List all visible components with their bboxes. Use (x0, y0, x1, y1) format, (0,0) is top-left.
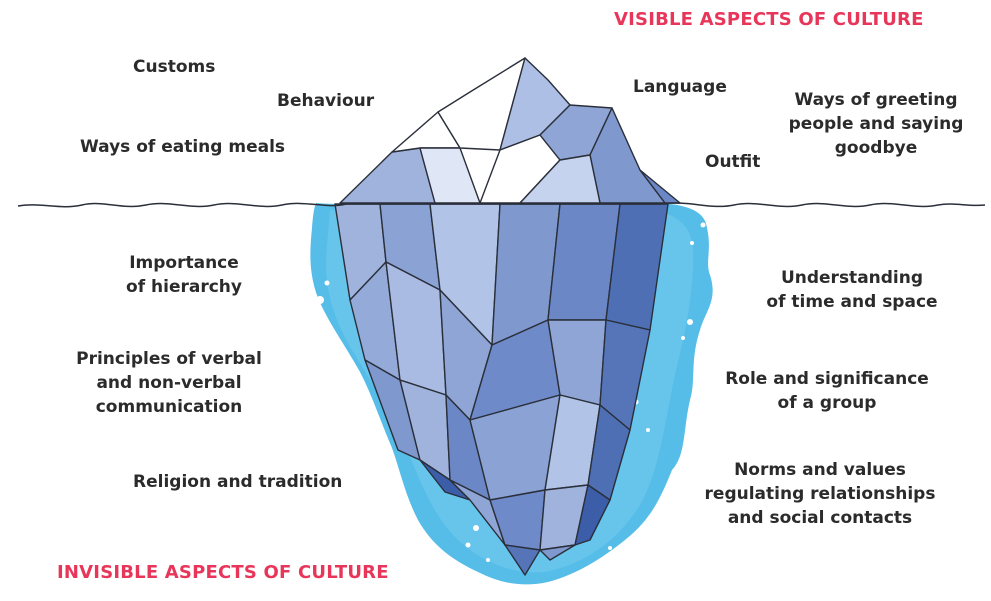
label-greeting-line-2: people and saying (788, 114, 964, 134)
label-norms-line-1: Norms and values (734, 460, 906, 480)
label-communication-line-3: communication (95, 397, 243, 417)
label-outfit: Outfit (705, 152, 761, 172)
waterline (17, 202, 986, 208)
label-language: Language (633, 77, 727, 97)
label-communication-line-1: Principles of verbal (76, 349, 262, 369)
label-norms-line-3: and social contacts (727, 508, 913, 528)
label-group: Role and significance of a group (705, 367, 949, 415)
bubble (316, 205, 706, 562)
label-norms: Norms and values regulating relationship… (689, 458, 951, 530)
label-hierarchy: Importance of hierarchy (110, 251, 258, 299)
label-group-line-1: Role and significance (725, 369, 929, 389)
label-greeting-line-1: Ways of greeting (794, 90, 958, 110)
label-hierarchy-line-1: Importance (129, 253, 239, 273)
label-norms-line-2: regulating relationships (704, 484, 936, 504)
visible-aspects-heading: VISIBLE ASPECTS OF CULTURE (614, 9, 924, 30)
label-group-line-2: of a group (777, 393, 877, 413)
iceberg-submerged (334, 203, 669, 576)
label-time-space: Understanding of time and space (755, 266, 949, 314)
label-hierarchy-line-2: of hierarchy (126, 277, 242, 297)
label-greeting-line-3: goodbye (834, 138, 918, 158)
label-behaviour: Behaviour (277, 91, 375, 111)
invisible-aspects-heading: INVISIBLE ASPECTS OF CULTURE (57, 562, 389, 583)
label-communication: Principles of verbal and non-verbal comm… (56, 347, 282, 419)
label-eating-meals: Ways of eating meals (80, 137, 286, 157)
label-religion: Religion and tradition (133, 472, 343, 492)
iceberg-tip (339, 57, 681, 204)
label-time-space-line-2: of time and space (766, 292, 938, 312)
label-greeting: Ways of greeting people and saying goodb… (778, 88, 974, 160)
label-time-space-line-1: Understanding (780, 268, 924, 288)
label-customs: Customs (133, 57, 216, 77)
label-communication-line-2: and non-verbal (96, 373, 242, 393)
